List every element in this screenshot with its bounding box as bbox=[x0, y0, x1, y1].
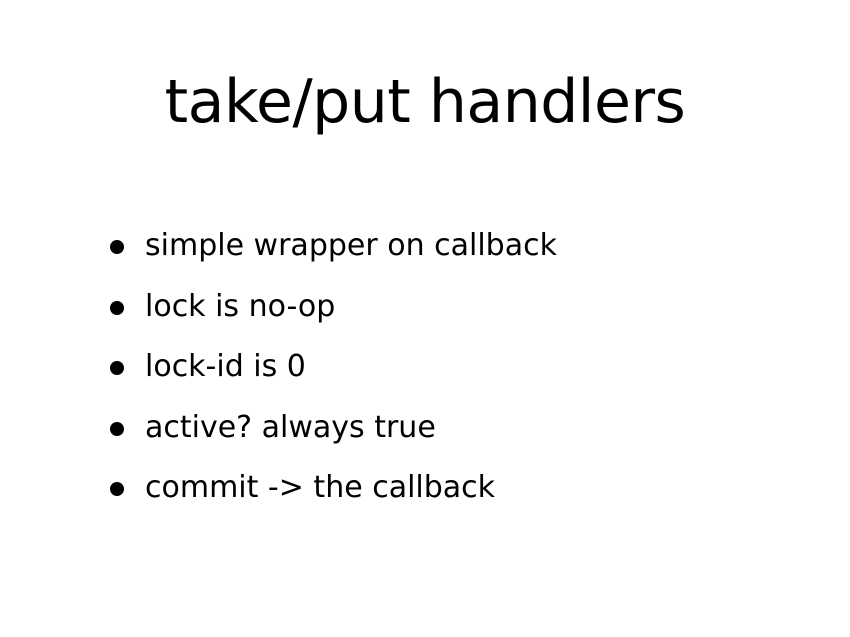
bullet-icon bbox=[110, 240, 124, 254]
bullet-icon bbox=[110, 421, 124, 436]
bullet-text: simple wrapper on callback bbox=[145, 228, 557, 263]
list-item: active? always true bbox=[110, 404, 557, 465]
slide-title: take/put handlers bbox=[164, 67, 686, 137]
list-item: commit -> the callback bbox=[110, 464, 557, 525]
bullet-icon bbox=[110, 482, 124, 496]
bullet-list: simple wrapper on callback lock is no-op… bbox=[110, 222, 557, 525]
bullet-text: lock is no-op bbox=[145, 288, 336, 324]
list-item: lock-id is 0 bbox=[110, 343, 557, 404]
bullet-icon bbox=[110, 300, 124, 315]
bullet-icon bbox=[110, 361, 124, 375]
bullet-text: lock-id is 0 bbox=[145, 349, 306, 384]
list-item: simple wrapper on callback bbox=[110, 222, 557, 283]
list-item: lock is no-op bbox=[110, 283, 557, 344]
bullet-text: active? always true bbox=[145, 409, 436, 445]
bullet-text: commit -> the callback bbox=[145, 470, 496, 505]
